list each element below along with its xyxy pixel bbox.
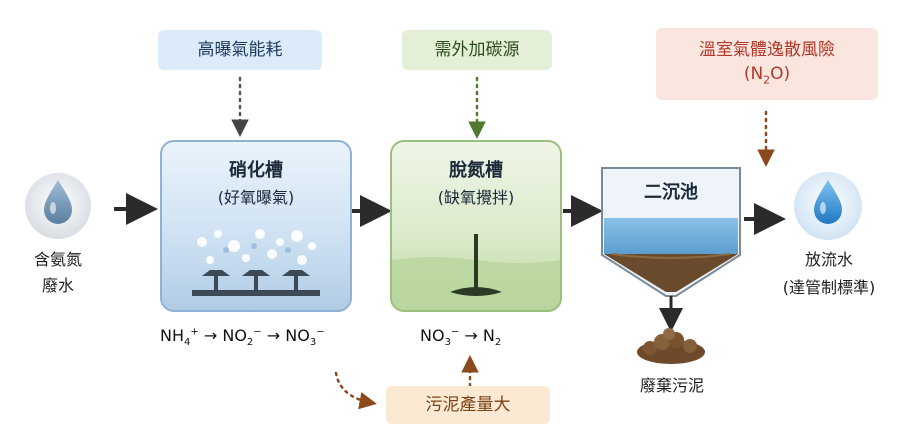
note-sludge-yield: 污泥產量大 bbox=[386, 386, 550, 424]
sludge-pile-icon bbox=[637, 328, 705, 364]
equation-denitrification: NO3− → N2 bbox=[420, 326, 502, 349]
effluent-label: 放流水 (達管制標準) bbox=[768, 246, 890, 298]
influent-label: 含氨氮 廢水 bbox=[18, 246, 98, 296]
note-ghg: 溫室氣體逸散風險 (N2O) bbox=[656, 28, 878, 100]
aerators-icon bbox=[192, 229, 320, 296]
influent-drop-icon bbox=[25, 173, 91, 239]
effluent-drop-icon bbox=[794, 172, 862, 240]
denitrification-subtitle: (缺氧攪拌) bbox=[437, 188, 515, 207]
note-carbon: 需外加碳源 bbox=[402, 30, 552, 70]
note-energy-text: 高曝氣能耗 bbox=[197, 40, 283, 60]
clarifier-title: 二沉池 bbox=[644, 182, 698, 203]
waste-sludge-label: 廢棄污泥 bbox=[639, 376, 704, 395]
nitrification-tank: 硝化槽 (好氧曝氣) bbox=[160, 140, 352, 312]
influent-label-line1: 含氨氮 bbox=[33, 250, 82, 269]
note-ghg-line1: 溫室氣體逸散風險 bbox=[699, 40, 835, 60]
dotted-arrow-sludge-left bbox=[334, 371, 377, 410]
note-ghg-line2: (N2O) bbox=[743, 64, 791, 87]
note-energy: 高曝氣能耗 bbox=[158, 30, 322, 70]
effluent-label-line2: (達管制標準) bbox=[782, 278, 876, 297]
clarifier-vessel bbox=[601, 167, 741, 297]
mixer-icon bbox=[392, 234, 560, 310]
equation-nitrification: NH4+ → NO2− → NO3− bbox=[160, 326, 325, 349]
nitrification-title: 硝化槽 bbox=[229, 160, 283, 181]
nitrification-subtitle: (好氧曝氣) bbox=[217, 188, 295, 207]
effluent-label-line1: 放流水 bbox=[804, 250, 853, 269]
note-sludge-yield-text: 污泥產量大 bbox=[425, 395, 511, 415]
denitrification-title: 脫氮槽 bbox=[449, 160, 503, 181]
note-carbon-text: 需外加碳源 bbox=[434, 40, 520, 60]
influent-label-line2: 廢水 bbox=[41, 276, 74, 295]
denitrification-tank: 脫氮槽 (缺氧攪拌) bbox=[390, 140, 562, 312]
